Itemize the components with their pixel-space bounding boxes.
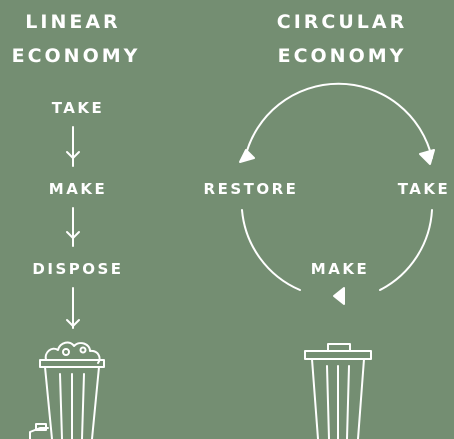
linear-title-line1: LINEAR [25, 11, 121, 33]
linear-arrow-make-dispose [66, 207, 80, 247]
linear-step-take: TAKE [51, 99, 105, 117]
circular-step-take: TAKE [397, 180, 451, 198]
arrow-head-restore-take [419, 149, 435, 165]
circular-step-make: MAKE [310, 260, 370, 278]
circular-step-restore: RESTORE [203, 180, 299, 198]
arrow-head-restore-up [239, 149, 255, 163]
trash-bin-full-icon [29, 341, 105, 439]
trash-bin-empty-icon [304, 343, 372, 439]
circular-title-line1: CIRCULAR [276, 11, 408, 33]
linear-step-make: MAKE [48, 180, 108, 198]
circular-loop [241, 82, 433, 291]
linear-arrow-take-make [66, 126, 80, 167]
linear-step-dispose: DISPOSE [32, 260, 124, 278]
linear-title-line2: ECONOMY [11, 45, 141, 67]
arrow-head-make-restore [333, 287, 345, 305]
linear-arrow-dispose-bin [66, 287, 80, 329]
circular-title-line2: ECONOMY [277, 45, 407, 67]
